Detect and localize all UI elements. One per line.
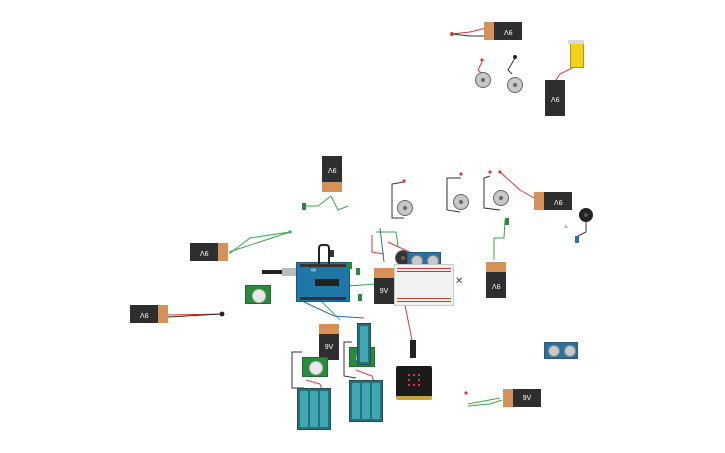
battery-9v[interactable]: 9V xyxy=(319,324,339,360)
battery-terminal xyxy=(218,243,228,261)
led-component[interactable] xyxy=(348,262,352,269)
dc-motor[interactable] xyxy=(453,194,469,210)
battery-terminal xyxy=(322,182,342,192)
battery-9v[interactable]: 9V xyxy=(545,80,565,116)
battery-cell xyxy=(362,383,370,419)
power-rail xyxy=(397,268,451,269)
battery-label: 9V xyxy=(503,27,513,35)
battery-label: 9V xyxy=(379,287,389,295)
pir-dome xyxy=(309,361,323,375)
battery-9v[interactable]: 9V xyxy=(374,268,394,304)
usb-cable[interactable] xyxy=(262,270,282,274)
led-matrix-pixel xyxy=(418,379,420,381)
arduino-logo-icon: ∞ xyxy=(311,267,316,274)
battery-terminal xyxy=(503,389,513,407)
led-component[interactable] xyxy=(302,203,306,210)
dc-motor[interactable] xyxy=(475,72,491,88)
led-component[interactable] xyxy=(358,294,362,301)
battery-9v[interactable]: 9V xyxy=(484,22,522,40)
dc-motor[interactable] xyxy=(507,77,523,93)
battery-label: 9V xyxy=(522,394,532,402)
led-component[interactable] xyxy=(505,218,509,225)
battery-terminal xyxy=(319,324,339,334)
battery-9v[interactable]: 9V xyxy=(503,389,541,407)
battery-label: 9V xyxy=(491,281,501,289)
sonar-transducer xyxy=(548,345,560,357)
led-matrix-pixel xyxy=(418,374,420,376)
led-matrix-pixel xyxy=(408,374,410,376)
pir-dome xyxy=(252,288,266,303)
dc-motor[interactable] xyxy=(397,200,413,216)
battery-label: 9V xyxy=(327,165,337,173)
dc-motor[interactable] xyxy=(493,190,509,206)
ground-rail xyxy=(397,271,451,272)
battery-9v[interactable]: 9V xyxy=(534,192,572,210)
power-jack xyxy=(318,244,330,264)
battery-cell xyxy=(310,391,318,427)
battery-cell xyxy=(320,391,328,427)
battery-9v[interactable]: 9V xyxy=(322,156,342,192)
arduino-header xyxy=(300,297,346,300)
switch-component[interactable] xyxy=(330,250,334,257)
power-rail xyxy=(397,298,451,299)
usb-connector xyxy=(282,268,296,276)
led-component[interactable] xyxy=(575,236,579,243)
pir-sensor[interactable] xyxy=(302,357,328,377)
led-matrix-pixel xyxy=(413,384,415,386)
battery-cell xyxy=(352,383,360,419)
battery-cell xyxy=(372,383,380,419)
close-icon[interactable]: ✕ xyxy=(455,276,464,287)
battery-cell xyxy=(300,391,308,427)
battery-9v[interactable]: 9V xyxy=(190,243,228,261)
piezo-buzzer[interactable] xyxy=(579,208,593,222)
arduino-header xyxy=(300,264,346,267)
led-matrix-pixel xyxy=(408,379,410,381)
ultrasonic-sensor[interactable] xyxy=(544,342,578,359)
battery-label: 9V xyxy=(199,248,209,256)
led-matrix-pixel xyxy=(408,384,410,386)
breadboard[interactable] xyxy=(394,264,454,306)
sonar-transducer xyxy=(564,345,576,357)
battery-pack[interactable] xyxy=(297,388,331,430)
microcontroller-chip xyxy=(315,279,339,286)
battery-9v[interactable]: 9V xyxy=(486,262,506,298)
led-matrix-pixel xyxy=(413,374,415,376)
battery-label: 9V xyxy=(550,94,560,102)
battery-terminal xyxy=(484,22,494,40)
battery-pack[interactable] xyxy=(357,323,371,365)
battery-pack[interactable] xyxy=(349,380,383,422)
battery-terminal xyxy=(374,268,394,278)
ground-rail xyxy=(397,301,451,302)
battery-label: 9V xyxy=(324,343,334,351)
battery-9v[interactable]: 9V xyxy=(130,305,168,323)
battery-terminal xyxy=(534,192,544,210)
microbit-board[interactable] xyxy=(396,366,432,400)
arduino-uno-board[interactable]: ∞ xyxy=(296,262,350,302)
battery-label: 9V xyxy=(139,310,149,318)
battery-terminal xyxy=(158,305,168,323)
battery-cell xyxy=(360,326,368,362)
gear-motor[interactable] xyxy=(568,40,584,68)
battery-terminal xyxy=(486,262,506,272)
battery-label: 9V xyxy=(553,197,563,205)
pir-sensor[interactable] xyxy=(245,285,271,304)
led-component[interactable] xyxy=(356,268,360,275)
usb-cable[interactable] xyxy=(410,340,416,358)
led-matrix-pixel xyxy=(418,384,420,386)
